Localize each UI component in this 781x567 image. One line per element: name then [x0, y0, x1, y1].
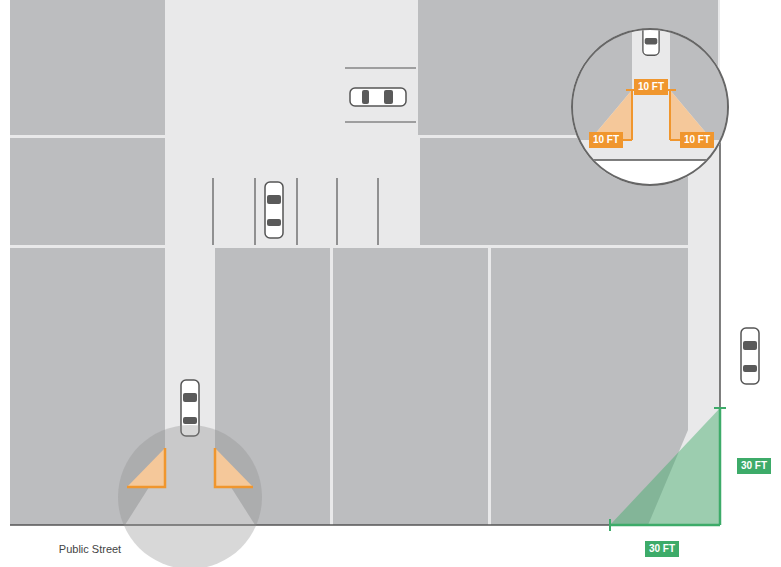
dimension-label: 30 FT [645, 541, 679, 557]
dimension-label: 10 FT [589, 132, 623, 148]
dimension-label: 10 FT [634, 79, 668, 95]
dimension-label: 10 FT [680, 132, 714, 148]
dimension-label: 30 FT [737, 458, 771, 474]
street-label: Public Street [59, 544, 121, 555]
